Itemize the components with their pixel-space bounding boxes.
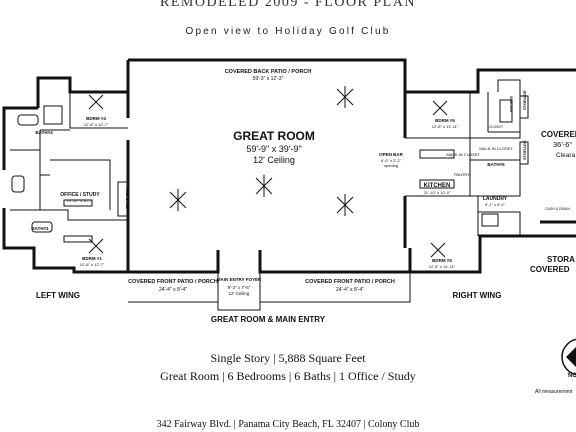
ceiling-fan-icon [336, 194, 354, 216]
walkin-closet-1-label: WALK-IN CLOSET [446, 152, 480, 157]
laundry-name: LAUNDRY [483, 196, 508, 202]
bath-1-label: BATH#1 [31, 226, 49, 231]
bdrm-5-name: BDRM #5 [432, 258, 452, 263]
ceiling-fan-icon [88, 94, 104, 110]
page-title: REMODELED 2009 - FLOOR PLAN [160, 0, 416, 10]
summary-line-1: Single Story | 5,888 Square Feet [210, 351, 366, 365]
storage-2-label: STORAGE [522, 140, 527, 160]
great-room-size: 59'-9" x 39'-9" [246, 144, 301, 154]
fireplace-label: FIREPLACE [125, 186, 130, 209]
bdrm-4-size: 12'-8" x 12'-7" [84, 122, 109, 127]
front-patio-left-name: COVERED FRONT PATIO / PORCH [128, 279, 218, 285]
office-size: 10'-10" x 10'-7" [67, 198, 94, 203]
bdrm-6-name: BDRM #6 [435, 118, 455, 123]
storage-1-label: STORAGE [522, 90, 527, 110]
front-patio-left-size: 24'-4" x 8'-4" [159, 287, 187, 293]
open-bar-name: OPEN BAR [379, 152, 404, 157]
front-patio-right-size: 24'-4" x 8'-4" [336, 287, 364, 293]
ceiling-fan-icon [432, 100, 448, 116]
main-entry-label: GREAT ROOM & MAIN ENTRY [211, 315, 326, 324]
bath-5-label: BATH#5 [487, 162, 505, 167]
back-patio-name: COVERED BACK PATIO / PORCH [225, 69, 312, 75]
left-wing-label: LEFT WING [36, 291, 80, 300]
kitchen-name: KITCHEN [424, 183, 451, 189]
summary-line-2: Great Room | 6 Bedrooms | 6 Baths | 1 Of… [160, 369, 416, 383]
storage-covered-line1: STORA [547, 255, 575, 264]
covered-right-size: 36'-6" [553, 140, 572, 149]
right-wing-label: RIGHT WING [453, 291, 502, 300]
open-bar-size: 8'-0" x 2'-2" [381, 158, 402, 163]
office-name: OFFICE / STUDY [60, 192, 100, 198]
open-bar-note: opening [384, 163, 398, 168]
back-patio-size: 59'-3" x 12'-3" [253, 76, 284, 82]
cabinet-note: CASH & DRAIN [545, 207, 570, 211]
foyer-name: MAIN ENTRY FOYER [217, 277, 262, 282]
walkin-closet-2-label: WALK-IN CLOSET [479, 146, 513, 151]
covered-right-name: COVERED [541, 130, 576, 139]
pantry-label: PANTRY [454, 172, 470, 177]
bdrm-1-size: 12'-8" x 12'-7" [80, 262, 105, 267]
shelves-label: SHELVES [509, 96, 513, 113]
measurement-note: All measurement [535, 389, 573, 395]
bdrm-5-size: 12'-8" x 14'-11" [429, 264, 456, 269]
bdrm-4-name: BDRM #4 [86, 116, 106, 121]
ceiling-fan-icon [430, 242, 446, 258]
ceiling-fan-icon [88, 238, 104, 254]
bdrm-6-size: 12'-8" x 14'-11" [432, 124, 459, 129]
front-patio-right-name: COVERED FRONT PATIO / PORCH [305, 279, 395, 285]
ceiling-fan-icon [255, 175, 273, 197]
laundry-size: 9'-1" x 5'-4" [485, 202, 506, 207]
page-subtitle: Open view to Holiday Golf Club [185, 26, 391, 37]
ceiling-fan-icon [336, 86, 354, 108]
foyer-ceiling: 12' Ceiling [229, 291, 250, 296]
kitchen-size: 21'-10" x 10'-0" [424, 190, 451, 195]
closet-note: CLOSET [489, 125, 504, 129]
covered-right-note: Cleara [556, 152, 576, 159]
ceiling-fan-icon [169, 189, 187, 211]
storage-covered-line2: COVERED [530, 265, 570, 274]
compass-icon [561, 338, 576, 376]
address-line: 342 Fairway Blvd. | Panama City Beach, F… [156, 419, 420, 430]
bdrm-1-name: BDRM #1 [82, 256, 102, 261]
foyer-size: 9'-3" x 7'-6" [228, 285, 251, 290]
compass-label: NO [568, 373, 576, 379]
bath-4-label: BATH#4 [35, 130, 53, 135]
great-room-ceiling: 12' Ceiling [253, 155, 295, 165]
great-room-name: GREAT ROOM [233, 129, 315, 143]
